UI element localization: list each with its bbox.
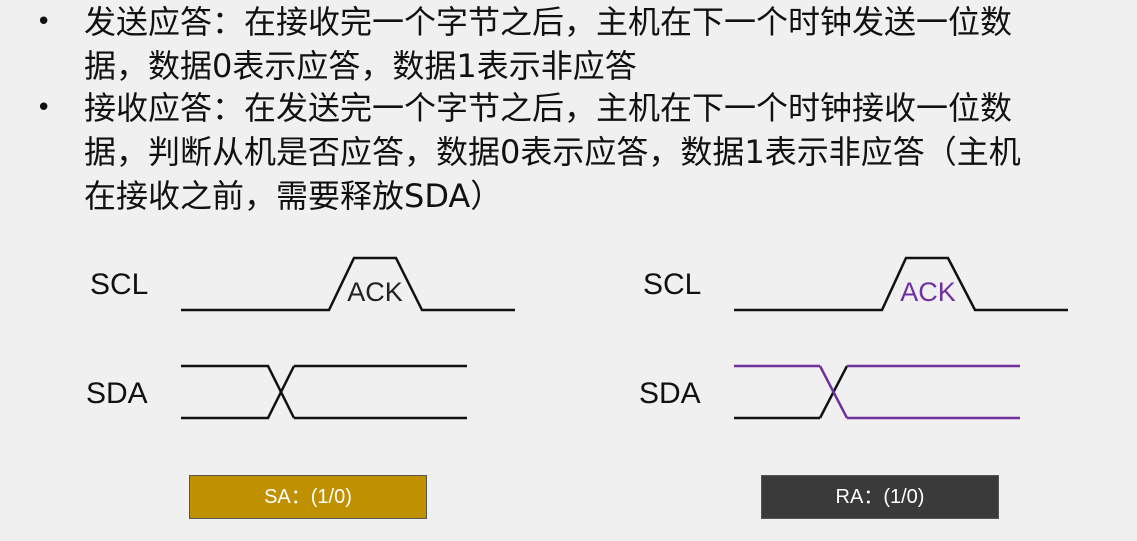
sda-release-fall <box>818 365 849 419</box>
sda-label-right: SDA <box>639 377 701 410</box>
bullet-text-line: 据，判断从机是否应答，数据0表示应答，数据1表示非应答（主机 <box>84 133 1021 171</box>
timing-diagram-receive-ack: ACK <box>734 256 1068 420</box>
receive-ack-box: RA：(1/0) <box>761 475 999 519</box>
bullet-text-line: 接收应答：在发送完一个字节之后，主机在下一个时钟接收一位数 <box>84 89 1013 127</box>
sda-waveform-low <box>181 365 296 420</box>
bullet-text-line: 据，数据0表示应答，数据1表示非应答 <box>84 47 637 85</box>
sda-waveform-high <box>181 364 296 419</box>
scl-label-left: SCL <box>90 268 149 301</box>
bullet-marker: • <box>36 93 52 123</box>
sda-label-left: SDA <box>86 377 148 410</box>
ack-label: ACK <box>347 277 403 307</box>
send-ack-box: SA：(1/0) <box>189 475 427 519</box>
bullet-marker: • <box>36 7 52 37</box>
scl-waveform <box>181 256 515 312</box>
bullet-text-line: 发送应答：在接收完一个字节之后，主机在下一个时钟发送一位数 <box>84 3 1013 41</box>
timing-diagram-send-ack: ACK <box>181 256 515 420</box>
bullet-text-line: 在接收之前，需要释放SDA） <box>84 177 503 215</box>
scl-label-right: SCL <box>643 268 702 301</box>
ack-label: ACK <box>900 277 956 307</box>
scl-waveform <box>734 256 1068 312</box>
